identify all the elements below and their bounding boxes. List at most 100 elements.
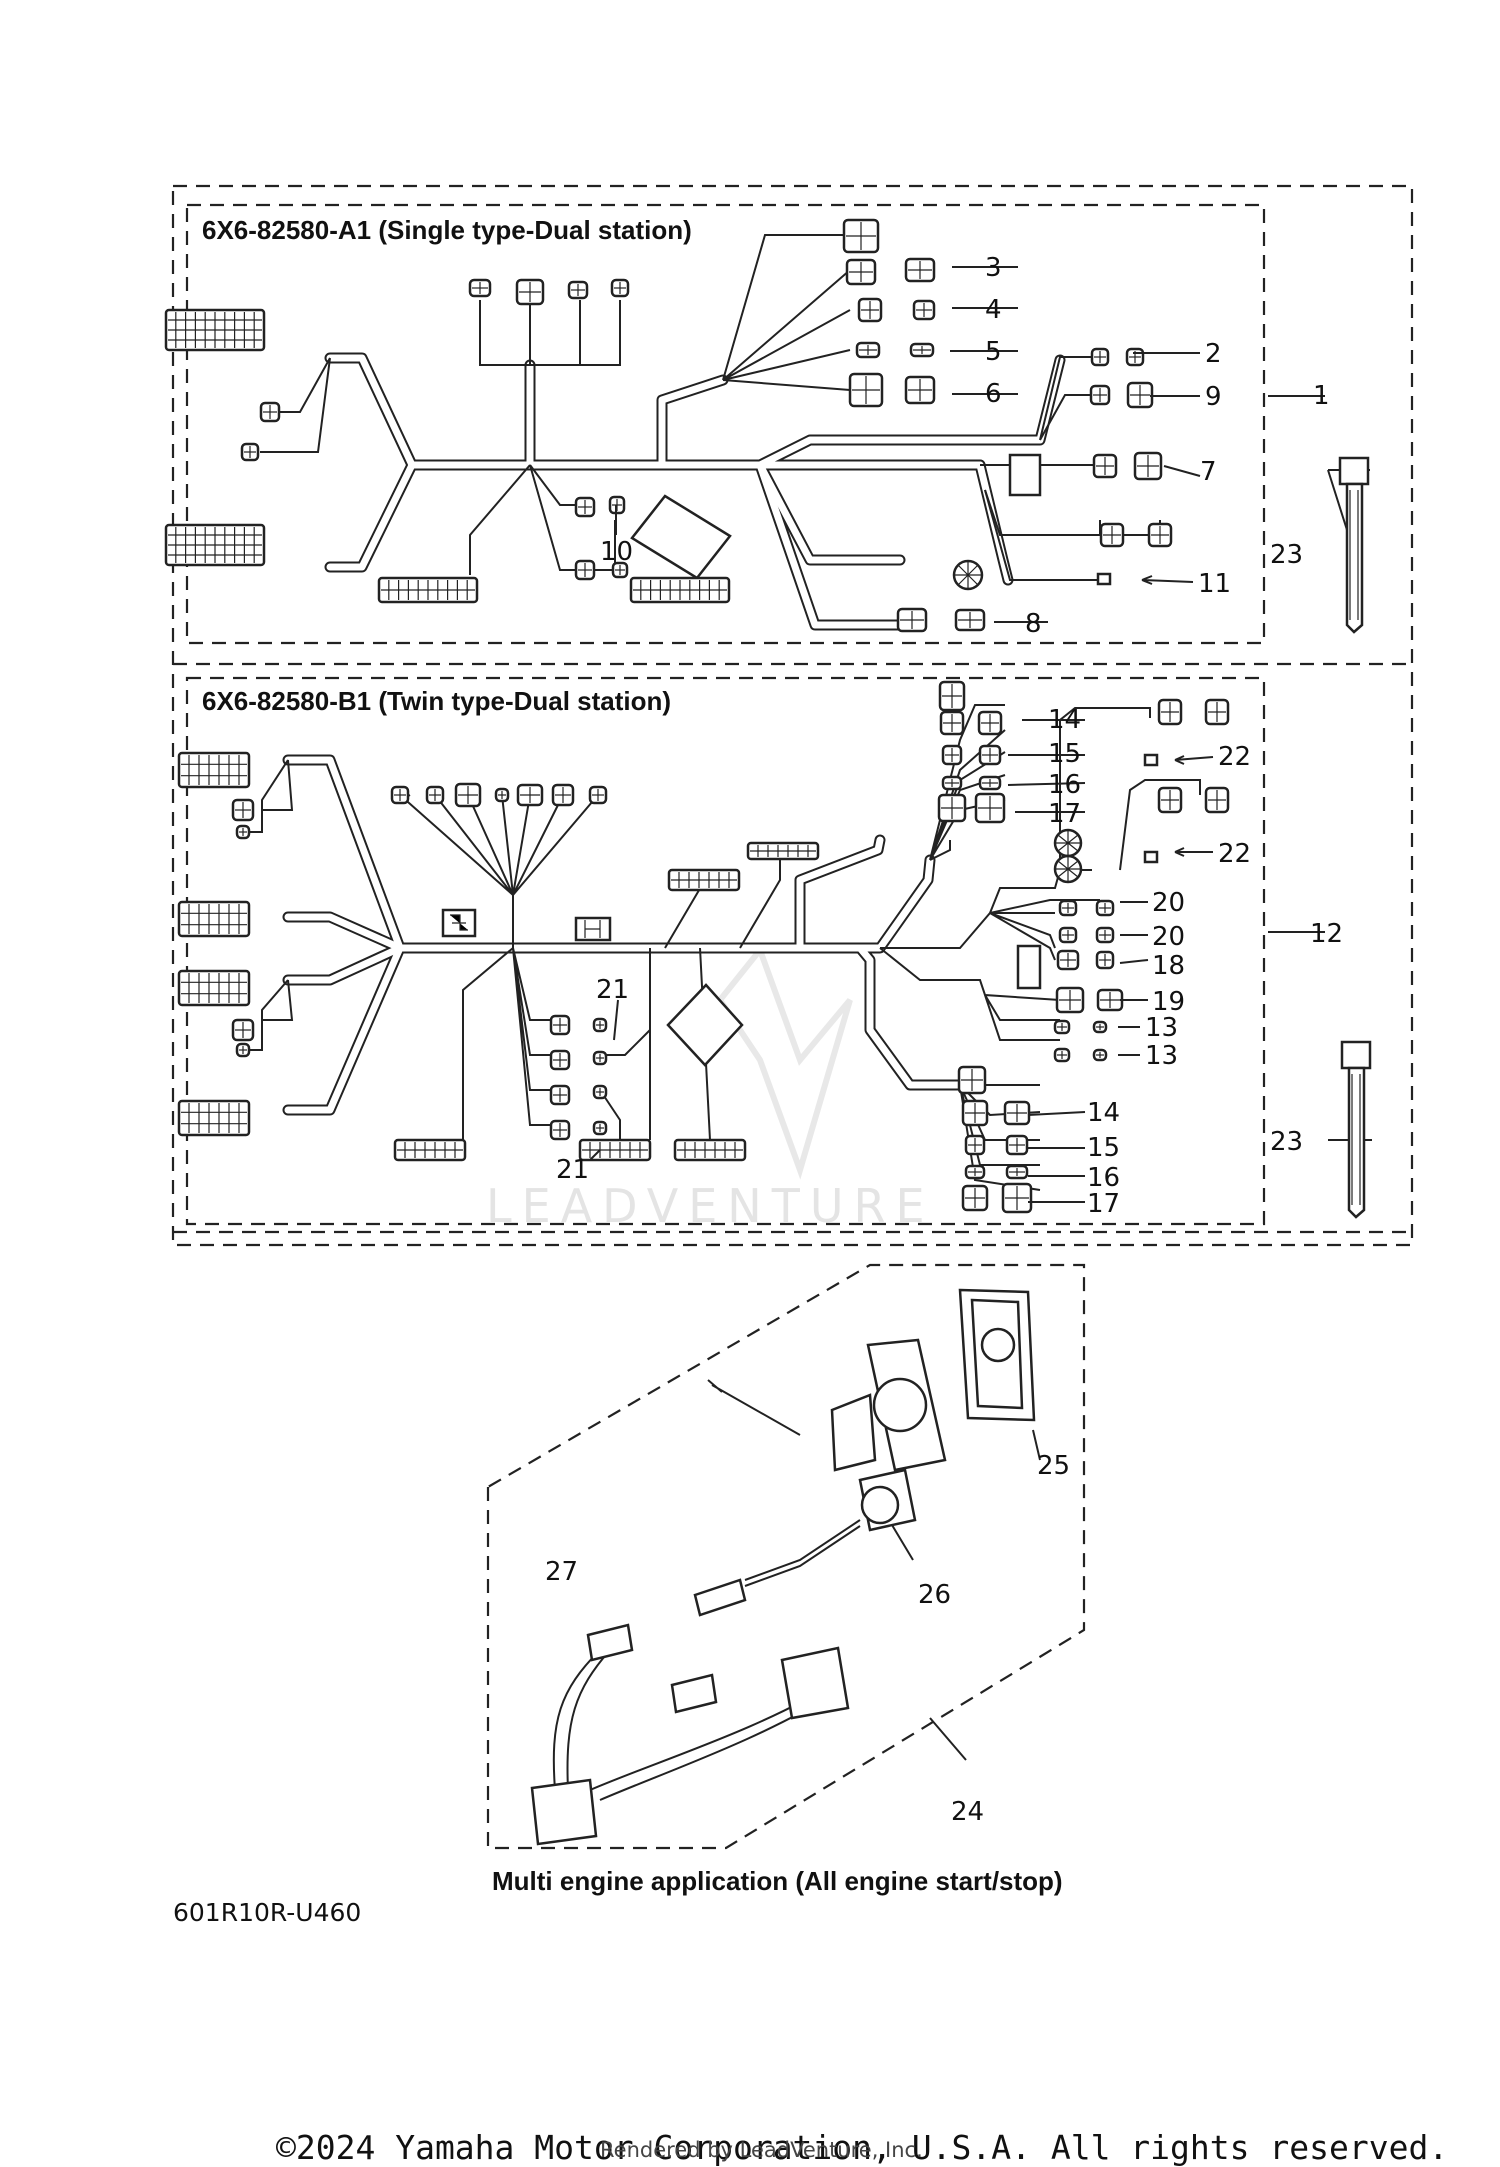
- multi-pin-connector: [177, 1099, 251, 1137]
- connector: [468, 278, 492, 298]
- connector: [978, 744, 1002, 766]
- connector: [1092, 1020, 1108, 1034]
- callout-b-20a: 20: [1152, 888, 1185, 918]
- callout-b-16b: 16: [1087, 1163, 1120, 1193]
- callout-c-24: 24: [951, 1797, 984, 1827]
- connector: [551, 783, 575, 807]
- connector: [941, 744, 963, 766]
- connector: [1125, 347, 1145, 367]
- connector: [549, 1084, 571, 1106]
- connector: [549, 1119, 571, 1141]
- section-b-frame: [185, 676, 1266, 1226]
- connector: [1126, 381, 1154, 409]
- connector: [848, 372, 884, 408]
- callout-a-5: 5: [985, 337, 1002, 367]
- connector: [231, 1018, 255, 1042]
- connector: [977, 710, 1003, 736]
- callout-a-4: 4: [985, 295, 1002, 325]
- section-a-modules: [630, 453, 1112, 591]
- connector: [1147, 522, 1173, 548]
- connector: [1133, 451, 1163, 481]
- image-code: 601R10R-U460: [173, 1898, 361, 1927]
- connector: [390, 785, 410, 805]
- multi-pin-connector: [673, 1138, 747, 1162]
- cable-tie-23b: [1340, 1040, 1372, 1219]
- connector: [235, 1042, 251, 1058]
- connector: [592, 1084, 608, 1100]
- callout-b-14b: 14: [1087, 1098, 1120, 1128]
- connector: [938, 680, 966, 712]
- multi-pin-connector: [164, 523, 266, 567]
- part-25-seal: [958, 1288, 1036, 1422]
- connector: [957, 1065, 987, 1095]
- section-a-harness: [260, 234, 1161, 631]
- part-26-switch-lead: [693, 1468, 917, 1617]
- connector: [1095, 926, 1115, 944]
- callout-c-25: 25: [1037, 1451, 1070, 1481]
- connector: [964, 1164, 986, 1180]
- connector: [567, 280, 589, 300]
- connector: [1058, 926, 1078, 944]
- connector: [1157, 786, 1183, 814]
- connector: [1005, 1164, 1029, 1180]
- callout-a-1: 1: [1313, 381, 1330, 411]
- callout-b-19: 19: [1152, 987, 1185, 1017]
- multi-pin-connector: [177, 969, 251, 1007]
- callout-a-6: 6: [985, 379, 1002, 409]
- connector: [964, 1134, 986, 1156]
- connector: [1095, 950, 1115, 970]
- callout-b-22b: 22: [1218, 839, 1251, 869]
- connector: [1204, 786, 1230, 814]
- multi-pin-connector: [746, 841, 820, 861]
- connector: [1157, 698, 1183, 726]
- connectors: [164, 218, 1230, 1214]
- multi-pin-connector: [177, 900, 251, 938]
- section-c-frame: [486, 1263, 1086, 1850]
- connector: [961, 1099, 989, 1127]
- connector: [1092, 453, 1118, 479]
- callout-b-23: 23: [1270, 1127, 1303, 1157]
- connector: [1005, 1134, 1029, 1156]
- copyright-notice: ©2024 Yamaha Motor Corporation, U.S.A. A…: [276, 2128, 1449, 2167]
- connector: [1003, 1100, 1031, 1126]
- callout-b-12: 12: [1310, 919, 1343, 949]
- leader-lines: [589, 266, 1372, 1761]
- multi-pin-connector: [377, 576, 479, 604]
- connector: [240, 442, 260, 462]
- part-switch-plate: [707, 1338, 947, 1472]
- callout-a-10: 10: [600, 537, 633, 567]
- connector: [937, 793, 967, 823]
- connector: [1053, 1019, 1071, 1035]
- connector: [857, 297, 883, 323]
- callout-b-13a: 13: [1145, 1013, 1178, 1043]
- connector: [842, 218, 880, 254]
- section-b-title: 6X6-82580-B1 (Twin type-Dual station): [202, 686, 671, 716]
- watermark-logo: [716, 943, 853, 1180]
- callout-b-14a: 14: [1048, 705, 1081, 735]
- connector: [1058, 899, 1078, 917]
- connector: [610, 278, 630, 298]
- connector: [855, 341, 881, 359]
- callout-b-20b: 20: [1152, 922, 1185, 952]
- connector: [574, 559, 596, 581]
- connector: [845, 258, 877, 286]
- outer-kit-border: [171, 184, 1414, 1247]
- callout-a-7: 7: [1200, 457, 1217, 487]
- connector: [904, 375, 936, 405]
- multi-pin-connector: [393, 1138, 467, 1162]
- connector: [611, 561, 629, 579]
- connector: [1001, 1182, 1033, 1214]
- callout-a-9: 9: [1205, 382, 1222, 412]
- section-b-harness: [243, 704, 1201, 1191]
- connector: [549, 1014, 571, 1036]
- callout-b-17b: 17: [1087, 1189, 1120, 1219]
- connector: [515, 278, 545, 306]
- multi-pin-connector: [667, 868, 741, 892]
- connector: [904, 257, 936, 283]
- callout-b-16a: 16: [1048, 770, 1081, 800]
- callout-b-13b: 13: [1145, 1041, 1178, 1071]
- connector: [961, 1184, 989, 1212]
- connector: [1055, 986, 1085, 1014]
